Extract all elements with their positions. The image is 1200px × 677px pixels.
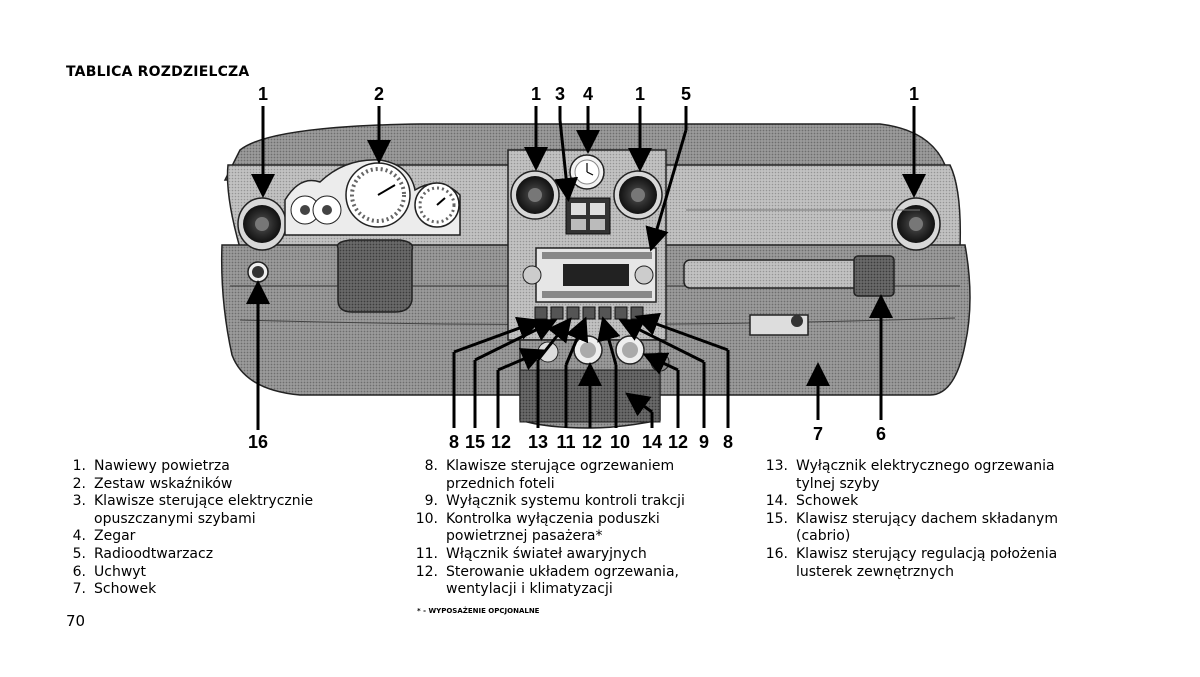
legend-item: 6. Uchwyt <box>58 564 313 582</box>
callout-bottom-11: 9 <box>699 432 709 452</box>
legend-item: 4. Zegar <box>58 528 313 546</box>
legend-item-number: 15. <box>765 510 788 527</box>
callout-bottom-10: 12 <box>668 432 688 452</box>
legend-item: 11. Włącznik świateł awaryjnych <box>410 546 685 564</box>
radio <box>522 247 657 303</box>
legend-item-number: 10. <box>415 510 438 527</box>
legend-item-number: 3. <box>72 493 86 510</box>
legend-item-text: Wyłącznik systemu kontroli trakcji <box>446 493 685 510</box>
legend-item-number: 16. <box>765 545 788 562</box>
legend-item-number: 4. <box>72 528 86 545</box>
legend-item: 5. Radioodtwarzacz <box>58 546 313 564</box>
callout-top-3: 1 <box>531 84 541 104</box>
legend-item: 14. Schowek <box>760 493 1058 511</box>
legend-item: 9. Wyłącznik systemu kontroli trakcji <box>410 493 685 511</box>
legend-item-number: 2. <box>72 475 86 492</box>
legend-item-number: 11. <box>415 545 438 562</box>
callout-labels-top: 1 2 1 3 4 1 5 1 <box>258 84 919 104</box>
callout-bottom-13: 7 <box>813 424 823 444</box>
legend-item-number: 1. <box>72 458 86 474</box>
callout-bottom-7: 12 <box>582 432 602 452</box>
callout-top-1: 1 <box>258 84 268 104</box>
legend-item-text: Kontrolka wyłączenia poduszki powietrzne… <box>446 510 660 545</box>
legend-item: 7. Schowek <box>58 581 313 599</box>
page-title: TABLICA ROZDZIELCZA <box>66 64 250 80</box>
callout-top-5: 4 <box>583 84 593 104</box>
callout-bottom-9: 14 <box>642 432 662 452</box>
legend-item-text: Zestaw wskaźników <box>94 475 233 492</box>
legend-item-text: Uchwyt <box>94 563 147 580</box>
glovebox-latch <box>749 314 809 336</box>
callout-bottom-5: 13 <box>528 432 548 452</box>
legend-item-text: Zegar <box>94 528 136 545</box>
callout-top-6: 1 <box>635 84 645 104</box>
legend-item: 8. Klawisze sterujące ogrzewaniem przedni… <box>410 458 685 493</box>
legend-item-text: Włącznik świateł awaryjnych <box>446 545 647 562</box>
callout-bottom-3: 15 <box>465 432 485 452</box>
legend-item-text: Wyłącznik elektrycznego ogrzewania tylne… <box>796 458 1055 492</box>
callout-bottom-4: 12 <box>491 432 511 452</box>
legend-item: 13. Wyłącznik elektrycznego ogrzewania ty… <box>760 458 1058 493</box>
mirror-control-knob <box>247 261 269 283</box>
legend-item: 15. Klawisz sterujący dachem składanym (c… <box>760 511 1058 546</box>
legend-item: 10. Kontrolka wyłączenia poduszki powietr… <box>410 511 685 546</box>
callout-bottom-1: 16 <box>248 432 268 452</box>
leader-lines <box>246 106 926 430</box>
legend-item-text: Radioodtwarzacz <box>94 545 214 562</box>
legend-item-text: Schowek <box>796 493 859 510</box>
legend-column-2: 8. Klawisze sterujące ogrzewaniem przedni… <box>410 458 685 599</box>
callout-top-8: 1 <box>909 84 919 104</box>
air-vent-left <box>237 197 287 251</box>
footnote: * - WYPOSAŻENIE OPCJONALNE <box>417 607 540 615</box>
legend-item-text: Sterowanie układem ogrzewania, wentylacj… <box>446 563 679 598</box>
legend-item: 16. Klawisz sterujący regulacją położenia… <box>760 546 1058 581</box>
legend-item-number: 12. <box>415 563 438 580</box>
air-vent-right <box>891 197 941 251</box>
legend-item-number: 13. <box>765 458 788 474</box>
callout-top-4: 3 <box>555 84 565 104</box>
legend-item-number: 8. <box>424 458 438 474</box>
legend-item-text: Klawisze sterujące ogrzewaniem przednich… <box>446 458 675 492</box>
legend-item: 2. Zestaw wskaźników <box>58 476 313 494</box>
dashboard-illustration: 1 2 1 3 4 1 5 1 16 8 15 12 13 11 12 10 1… <box>220 84 971 452</box>
instrument-cluster <box>284 159 461 236</box>
callout-bottom-6: 11 <box>556 432 575 452</box>
callout-bottom-2: 8 <box>449 432 459 452</box>
legend-item: 3. Klawisze sterujące elektrycznie opuszc… <box>58 493 314 528</box>
callout-labels-bottom: 16 8 15 12 13 11 12 10 14 12 9 8 7 6 <box>248 424 886 452</box>
legend-item-number: 7. <box>72 581 86 598</box>
air-vent-center-left <box>510 170 560 220</box>
clock <box>569 154 605 190</box>
switch-row <box>534 306 644 320</box>
window-switches <box>565 197 611 235</box>
callout-bottom-8: 10 <box>610 432 630 452</box>
legend-item-number: 5. <box>72 545 86 562</box>
legend-item-text: Klawisz sterujący dachem składanym (cabr… <box>796 510 1058 545</box>
legend-item-text: Klawisz sterujący regulacją położenia lu… <box>796 545 1058 580</box>
legend-item-text: Klawisze sterujące elektrycznie opuszcza… <box>94 493 314 527</box>
callout-top-7: 5 <box>681 84 691 104</box>
callout-top-2: 2 <box>374 84 384 104</box>
legend-item: 1. Nawiewy powietrza <box>58 458 313 476</box>
legend-item-number: 14. <box>765 493 788 510</box>
air-vent-center-right <box>613 170 663 220</box>
legend-item-number: 9. <box>424 493 438 510</box>
grab-handle <box>683 255 895 297</box>
callout-bottom-14: 6 <box>876 424 886 444</box>
page-number: 70 <box>66 612 86 630</box>
legend-item-text: Schowek <box>94 581 157 598</box>
legend-column-3: 13. Wyłącznik elektrycznego ogrzewania ty… <box>760 458 1058 581</box>
legend-item: 12. Sterowanie układem ogrzewania, wentyl… <box>410 564 685 599</box>
steering-column <box>336 239 414 313</box>
legend-item-text: Nawiewy powietrza <box>94 458 230 474</box>
legend-item-number: 6. <box>72 563 86 580</box>
callout-bottom-12: 8 <box>723 432 733 452</box>
